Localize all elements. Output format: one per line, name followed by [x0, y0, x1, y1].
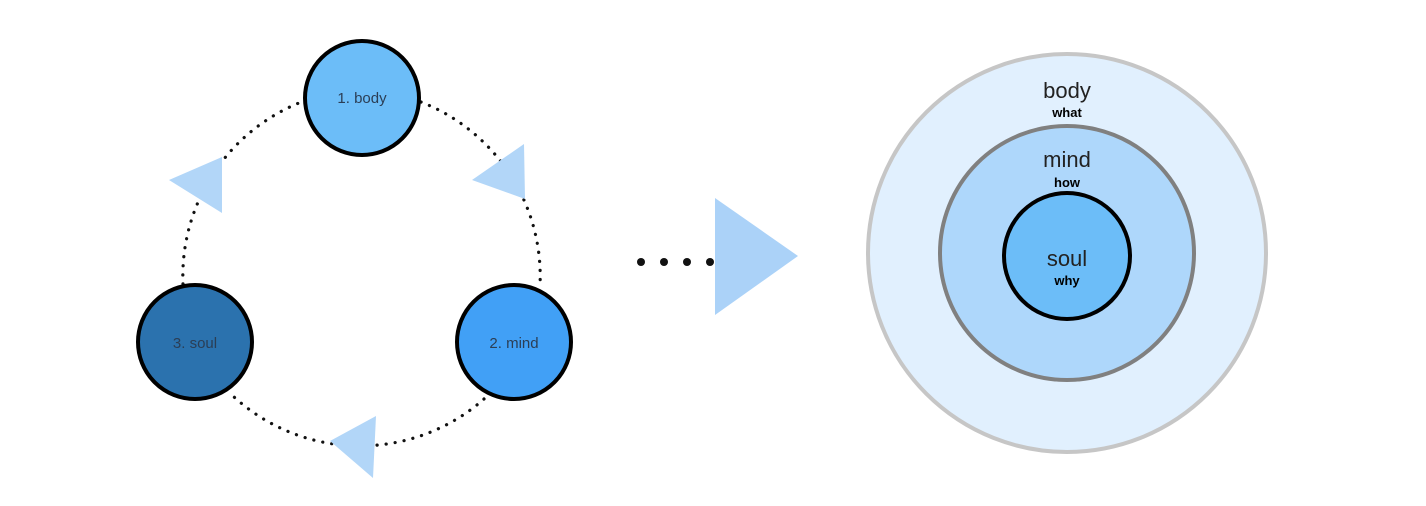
cycle-arrow-left — [169, 157, 222, 213]
transition-arrow-head — [715, 198, 798, 315]
cycle-node-soul: 3. soul — [136, 283, 254, 401]
cycle-node-body-label: 1. body — [337, 90, 387, 107]
cycle-node-soul-label: 3. soul — [173, 335, 217, 352]
layers-diagram: body what mind how soul why — [866, 52, 1268, 454]
transition-dot — [660, 258, 668, 266]
layer-mind-subtitle: how — [1054, 175, 1081, 190]
layer-soul-title: soul — [1047, 246, 1087, 271]
cycle-arrow-bottom — [330, 416, 376, 478]
transition-dot — [683, 258, 691, 266]
transition-arrow — [637, 198, 798, 315]
layer-soul-subtitle: why — [1053, 273, 1080, 288]
layer-body-title: body — [1043, 78, 1091, 103]
cycle-node-body: 1. body — [303, 39, 421, 157]
cycle-diagram: 1. body 2. mind 3. soul — [136, 39, 573, 478]
transition-dot — [706, 258, 714, 266]
layer-soul-ring — [1002, 191, 1132, 321]
layer-mind-title: mind — [1043, 147, 1091, 172]
cycle-node-mind-label: 2. mind — [489, 335, 538, 352]
transition-dot — [637, 258, 645, 266]
layer-body-subtitle: what — [1051, 105, 1082, 120]
cycle-arrow-right — [472, 144, 525, 199]
cycle-path-body-to-mind — [419, 100, 542, 287]
cycle-node-mind: 2. mind — [455, 283, 573, 401]
